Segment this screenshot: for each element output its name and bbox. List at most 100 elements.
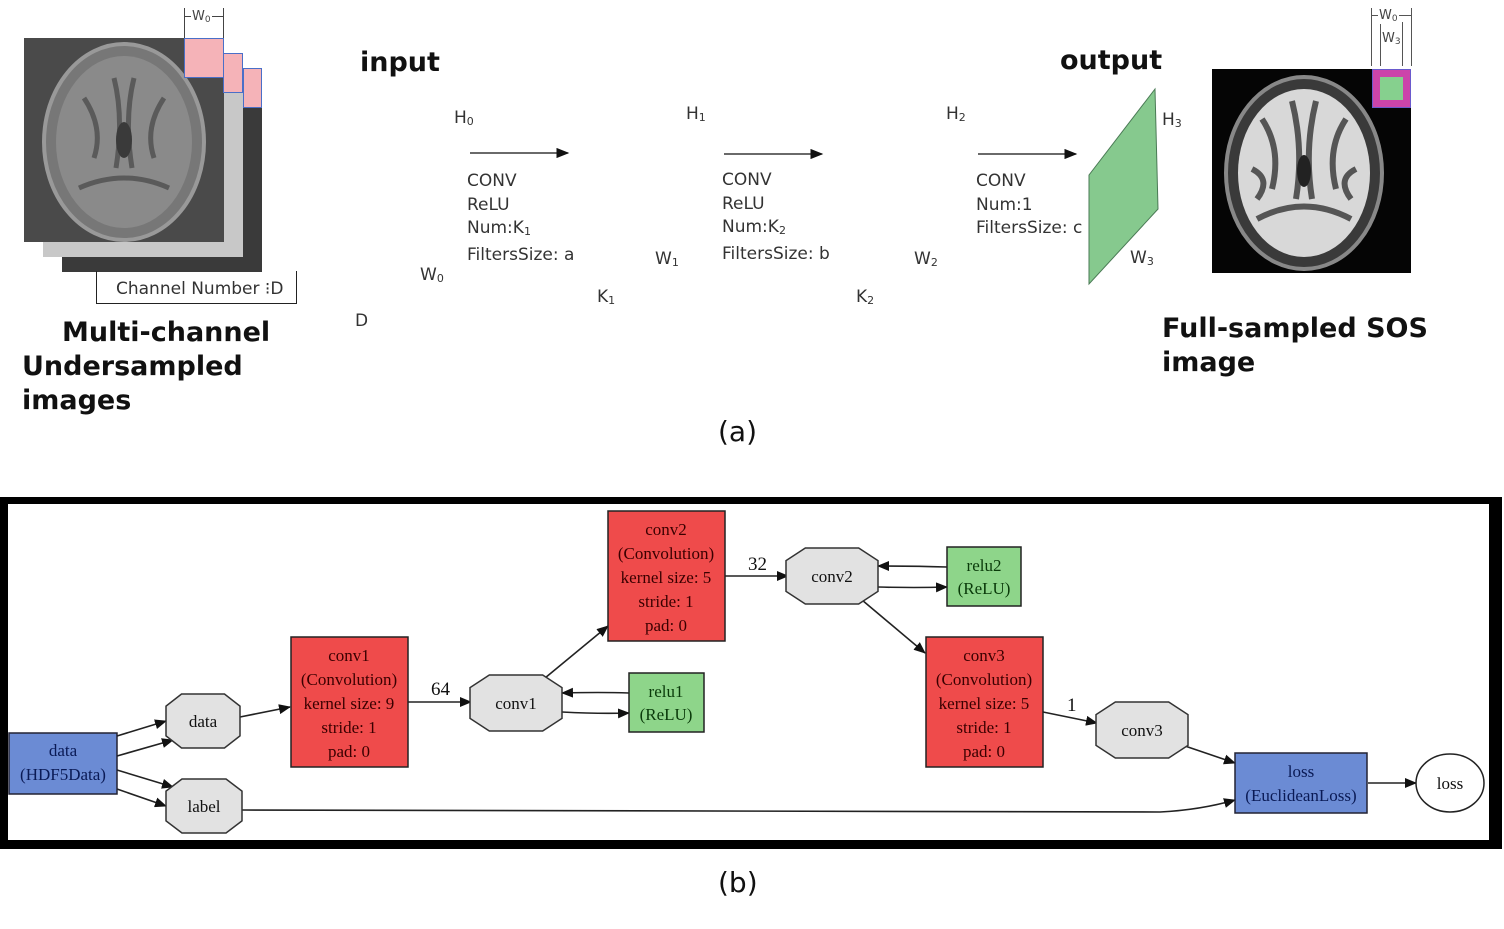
output-title: output (1060, 45, 1163, 76)
edge-data-to-datablob-1 (116, 719, 167, 737)
patch-highlight-3 (243, 68, 262, 108)
channel-stack: W0 Channel Number ⁝D (0, 0, 320, 304)
label-w0: W0 (420, 265, 444, 285)
panel-b-caption: (b) (718, 866, 758, 899)
output-plane (1088, 87, 1159, 286)
svg-text:stride: 1: stride: 1 (321, 718, 376, 737)
edge-conv2blob-to-relu2 (877, 582, 948, 593)
svg-text:(EuclideanLoss): (EuclideanLoss) (1245, 786, 1356, 805)
edge-relu1-to-conv1blob (561, 687, 630, 698)
label-w1: W1 (655, 249, 679, 269)
brain-mri-output-icon (1224, 75, 1384, 271)
svg-text:conv3: conv3 (963, 646, 1005, 665)
width-label: W (192, 9, 205, 24)
node-label-blob[interactable]: label (165, 778, 243, 834)
label-h3: H3 (1162, 110, 1182, 130)
svg-text:kernel size: 5: kernel size: 5 (939, 694, 1030, 713)
brain-mri-icon (42, 42, 206, 242)
panel-a-caption: (a) (718, 415, 758, 448)
svg-text:(Convolution): (Convolution) (936, 670, 1032, 689)
output-w0-label: W (1379, 8, 1392, 23)
channel-number-separator: ⁝ (264, 279, 271, 299)
node-conv1-layer[interactable]: conv1 (Convolution) kernel size: 9 strid… (290, 636, 409, 768)
edge-data-to-labelblob-2 (116, 788, 167, 808)
label-h0: H0 (454, 108, 474, 128)
channel-number-label: Channel Number (116, 279, 260, 299)
svg-text:conv1: conv1 (328, 646, 370, 665)
edge-data-to-datablob-2 (116, 738, 174, 757)
panel-b-frame (0, 497, 1502, 849)
patch-highlight-1 (184, 38, 224, 78)
edge-data-to-labelblob-1 (116, 769, 174, 789)
channel-number-text: Channel Number ⁝D (116, 279, 283, 299)
svg-text:(ReLU): (ReLU) (958, 579, 1011, 598)
node-conv2-blob[interactable]: conv2 (785, 547, 879, 605)
edge-relu2-to-conv2blob (877, 561, 948, 572)
svg-text:loss: loss (1437, 774, 1463, 793)
node-conv1-blob[interactable]: conv1 (469, 674, 563, 732)
edge-labelblob-to-loss (241, 798, 1236, 814)
node-conv3-blob-label: conv3 (1121, 721, 1163, 740)
brain-image-channel-1 (24, 38, 224, 242)
edge-conv1blob-to-relu1 (561, 708, 630, 719)
svg-text:pad: 0: pad: 0 (328, 742, 370, 761)
label-w2: W2 (914, 249, 938, 269)
svg-text:stride: 1: stride: 1 (638, 592, 693, 611)
node-loss-layer[interactable]: loss (EuclideanLoss) (1234, 752, 1368, 814)
svg-text:conv2: conv2 (645, 520, 687, 539)
node-label-blob-label: label (187, 797, 220, 816)
svg-text:(Convolution): (Convolution) (301, 670, 397, 689)
svg-text:stride: 1: stride: 1 (956, 718, 1011, 737)
edge-label-64: 64 (431, 679, 451, 700)
output-width-markers: W0 W3 (1371, 8, 1412, 66)
label-w3: W3 (1130, 248, 1154, 268)
svg-text:pad: 0: pad: 0 (645, 616, 687, 635)
input-title: input (360, 47, 440, 78)
edge-conv3-to-conv3blob (1042, 711, 1098, 726)
svg-text:(HDF5Data): (HDF5Data) (20, 765, 106, 784)
svg-text:(ReLU): (ReLU) (640, 705, 693, 724)
left-title-line1: Multi-channel (62, 317, 271, 348)
node-data-blob[interactable]: data (165, 693, 241, 749)
edge-conv1blob-to-conv2 (544, 625, 609, 679)
output-w3-label: W (1382, 31, 1395, 46)
node-loss-blob[interactable]: loss (1415, 753, 1485, 813)
label-h2: H2 (946, 104, 966, 124)
node-conv2-layer[interactable]: conv2 (Convolution) kernel size: 5 strid… (607, 510, 726, 642)
svg-text:loss: loss (1288, 762, 1314, 781)
node-conv3-blob[interactable]: conv3 (1095, 701, 1189, 759)
node-conv3-layer[interactable]: conv3 (Convolution) kernel size: 5 strid… (925, 636, 1044, 768)
node-relu1-layer[interactable]: relu1 (ReLU) (628, 672, 705, 733)
node-data-blob-label: data (189, 712, 218, 731)
edge-label-1: 1 (1067, 695, 1077, 716)
label-k2: K2 (856, 287, 875, 307)
svg-text:kernel size: 9: kernel size: 9 (304, 694, 395, 713)
left-title-line2: Undersampled images (22, 350, 243, 416)
node-conv2-blob-label: conv2 (811, 567, 853, 586)
layer-volumes (470, 87, 1159, 286)
patch-highlight-2 (223, 53, 243, 93)
channel-number-value: D (270, 279, 284, 299)
svg-text:data: data (49, 741, 78, 760)
label-d: D (355, 311, 369, 331)
edge-label-32: 32 (748, 554, 767, 575)
left-stack-title: Multi-channel Undersampled images (22, 316, 322, 417)
svg-text:relu1: relu1 (649, 682, 684, 701)
label-k1: K1 (597, 287, 616, 307)
edge-datablob-to-conv1 (239, 704, 291, 718)
output-patch-highlight (1372, 69, 1411, 108)
label-h1: H1 (686, 104, 706, 124)
svg-text:(Convolution): (Convolution) (618, 544, 714, 563)
edge-conv3blob-to-loss (1184, 745, 1236, 765)
node-data-layer[interactable]: data (HDF5Data) (8, 732, 118, 795)
edge-conv2blob-to-conv3 (861, 599, 926, 654)
width-label-sub: 0 (204, 15, 211, 25)
width-dimension-marker: W0 (184, 8, 224, 38)
node-conv1-blob-label: conv1 (495, 694, 537, 713)
node-relu2-layer[interactable]: relu2 (ReLU) (946, 546, 1022, 607)
svg-text:relu2: relu2 (967, 556, 1002, 575)
right-image-title: Full-sampled SOS image (1162, 313, 1428, 378)
